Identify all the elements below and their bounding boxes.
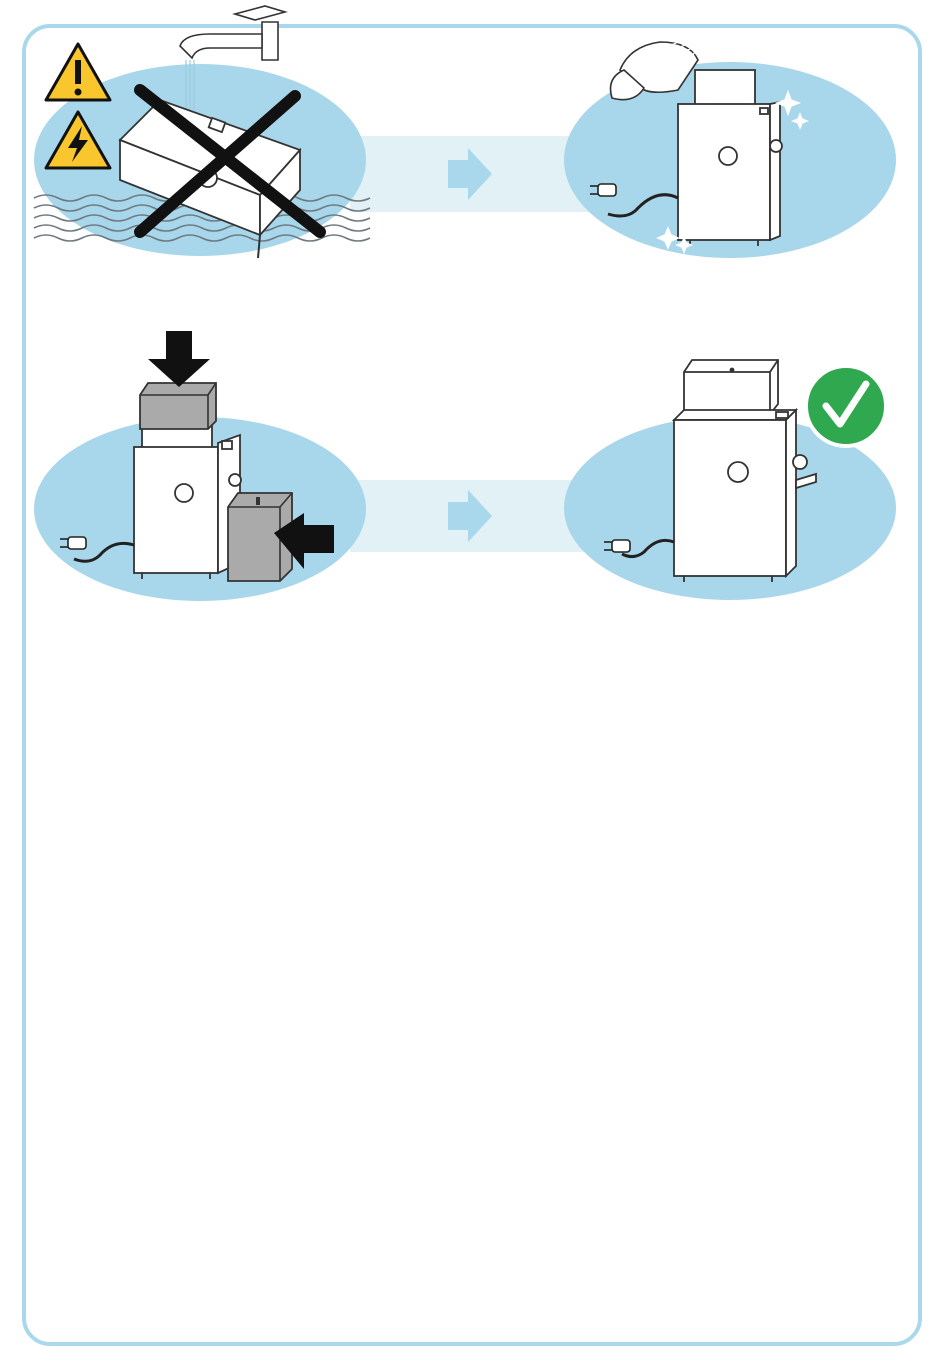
checkmark-icon (806, 366, 886, 446)
lid-part (140, 383, 216, 429)
down-arrow-icon (148, 331, 210, 387)
step-no-water-immersion (30, 0, 375, 265)
step-assembled-ready (560, 350, 905, 605)
faucet (180, 6, 285, 60)
appliance-assembled (674, 360, 816, 582)
appliance-body (134, 420, 241, 579)
step-reassemble-parts (30, 325, 375, 605)
warning-exclamation-icon (46, 44, 110, 100)
step-wipe-with-cloth (560, 32, 905, 262)
